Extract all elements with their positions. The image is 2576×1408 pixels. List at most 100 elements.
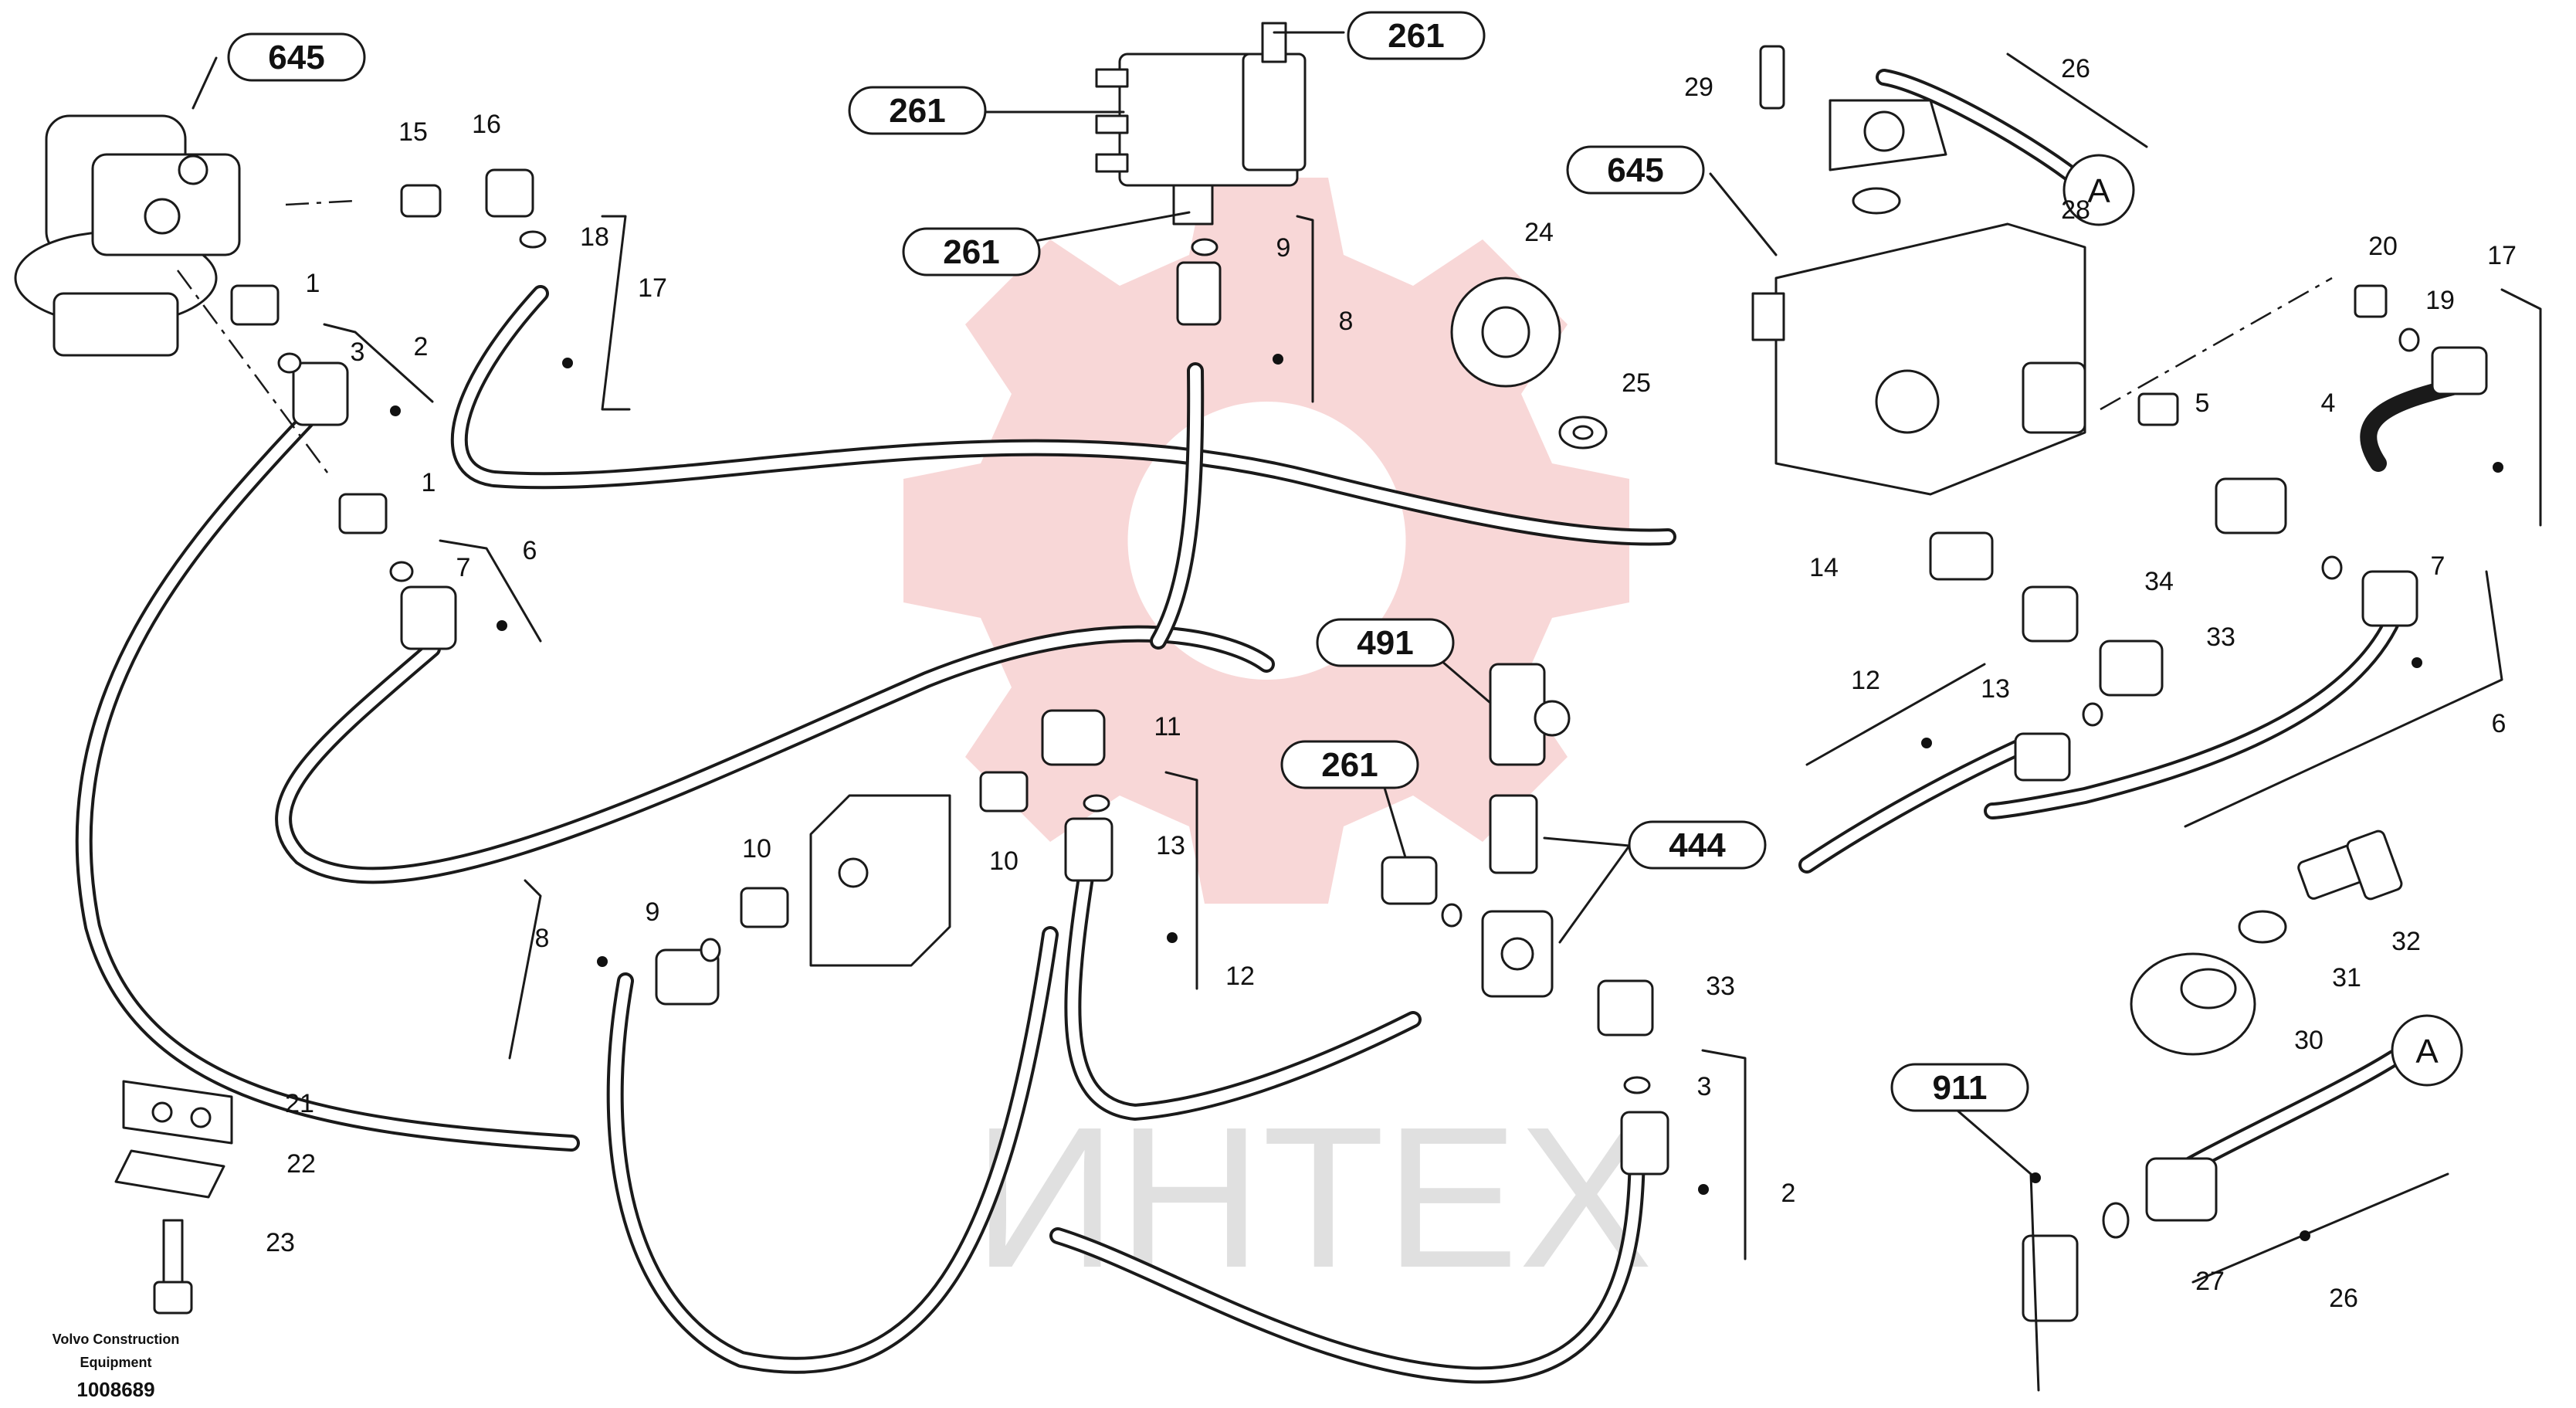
label-9b: 9 xyxy=(646,897,660,927)
oval-label: 444 xyxy=(1669,826,1726,864)
label-24: 24 xyxy=(1524,218,1554,247)
brand-line-2: Equipment xyxy=(80,1355,152,1370)
marker-a-bottom: A xyxy=(2391,1014,2463,1087)
hose-26-top-inner xyxy=(1879,72,2090,191)
oval-label: 261 xyxy=(889,92,945,130)
doc-number: 1008689 xyxy=(76,1378,154,1401)
label-13b: 13 xyxy=(1156,831,1185,860)
label-33: 33 xyxy=(2206,623,2235,652)
label-16: 16 xyxy=(472,110,501,139)
label-28: 28 xyxy=(2061,195,2090,225)
gear-pump-261 xyxy=(1095,22,1307,226)
hose-17-left-inner xyxy=(453,288,1673,543)
label-7b: 7 xyxy=(2431,551,2446,581)
oval-label: 645 xyxy=(268,39,324,76)
label-10b: 10 xyxy=(989,846,1019,876)
steering-valve-645 xyxy=(14,114,241,357)
label-11: 11 xyxy=(1154,712,1181,741)
hose-markers xyxy=(390,354,2503,1241)
label-10: 10 xyxy=(742,834,771,863)
label-23: 23 xyxy=(266,1228,295,1257)
label-15: 15 xyxy=(398,117,428,147)
oval-911: 911 xyxy=(1890,1063,2029,1112)
label-32: 32 xyxy=(2391,927,2421,956)
oval-261-top: 261 xyxy=(1347,11,1486,60)
oval-label: 911 xyxy=(1933,1069,1988,1107)
label-18: 18 xyxy=(580,222,609,252)
label-4: 4 xyxy=(2321,388,2336,418)
hose-17-right xyxy=(2360,378,2464,472)
label-7: 7 xyxy=(456,553,471,582)
hose-12-right-inner xyxy=(1802,740,2029,870)
components xyxy=(14,22,2488,1322)
watermark-text: ИНТЕХ xyxy=(973,1086,1652,1310)
flange-26 xyxy=(1829,99,1947,171)
label-6: 6 xyxy=(523,536,537,565)
label-31: 31 xyxy=(2332,963,2361,992)
label-26: 26 xyxy=(2061,54,2090,83)
adapter-911 xyxy=(2022,1234,2079,1322)
bolt-32 xyxy=(2297,830,2403,901)
label-22: 22 xyxy=(286,1149,316,1179)
marker-a-top: A xyxy=(2062,154,2135,226)
label-14: 14 xyxy=(1809,553,1839,582)
label-29: 29 xyxy=(1684,73,1713,102)
label-1b: 1 xyxy=(422,468,436,497)
hose-6-right xyxy=(1984,609,2402,819)
tee-444 xyxy=(1481,794,1554,998)
label-3: 3 xyxy=(351,338,365,367)
marker-label: A xyxy=(2415,1033,2439,1070)
oval-label: 261 xyxy=(1321,746,1378,784)
label-26b: 26 xyxy=(2329,1284,2358,1313)
label-19: 19 xyxy=(2425,286,2455,315)
label-27: 27 xyxy=(2195,1267,2225,1296)
main-pump-645 xyxy=(1751,222,2086,496)
oval-645-steering: 645 xyxy=(227,32,366,82)
label-2b: 2 xyxy=(1781,1179,1796,1208)
label-17: 17 xyxy=(638,273,667,303)
oval-261-lower: 261 xyxy=(902,227,1041,277)
oval-491: 491 xyxy=(1316,618,1455,667)
tee-491 xyxy=(1489,663,1571,766)
label-2: 2 xyxy=(414,332,429,361)
hose-8-bottom-inner xyxy=(609,929,1056,1371)
hose-6-left-inner xyxy=(278,628,1272,881)
brand-line-1: Volvo Construction xyxy=(53,1332,180,1347)
footer: Volvo Construction Equipment 1008689 xyxy=(53,1332,180,1401)
label-13: 13 xyxy=(1981,674,2010,704)
oval-label: 261 xyxy=(943,233,999,271)
oval-label: 491 xyxy=(1357,624,1413,662)
bolt-23 xyxy=(153,1219,193,1315)
label-21: 21 xyxy=(285,1089,314,1118)
hose-2-left-inner xyxy=(78,396,577,1148)
part-number-labels: 15 16 18 17 1 3 2 1 7 6 9 8 24 25 29 26 … xyxy=(266,54,2517,1313)
label-6b: 6 xyxy=(2492,709,2507,738)
label-12: 12 xyxy=(1851,666,1880,695)
clamp-24 xyxy=(1450,277,1561,388)
label-30: 30 xyxy=(2294,1026,2323,1055)
label-33b: 33 xyxy=(1706,972,1735,1001)
oval-261-left: 261 xyxy=(848,86,987,135)
valve-block xyxy=(809,794,951,967)
label-9: 9 xyxy=(1276,233,1291,263)
hose-8-top-inner xyxy=(1153,365,1202,646)
oval-261-middle: 261 xyxy=(1280,740,1419,789)
washer-31 xyxy=(2238,910,2287,944)
label-3b: 3 xyxy=(1697,1072,1712,1101)
label-5: 5 xyxy=(2195,388,2210,418)
oval-label: 261 xyxy=(1388,17,1444,55)
clamp-30 xyxy=(2130,952,2256,1056)
fittings xyxy=(230,45,2488,1222)
hose-2-right-inner xyxy=(1052,1138,1642,1381)
oval-label: 645 xyxy=(1607,151,1663,189)
o-rings xyxy=(277,187,2420,1239)
plate-22 xyxy=(114,1149,225,1199)
hoses xyxy=(75,69,2464,1384)
label-17b: 17 xyxy=(2487,241,2517,270)
connection-markers: A A xyxy=(2062,154,2463,1087)
label-8b: 8 xyxy=(535,924,550,953)
marker-label: A xyxy=(2087,172,2110,210)
oval-444: 444 xyxy=(1628,820,1767,870)
hose-12-bottom-inner xyxy=(1067,852,1418,1118)
